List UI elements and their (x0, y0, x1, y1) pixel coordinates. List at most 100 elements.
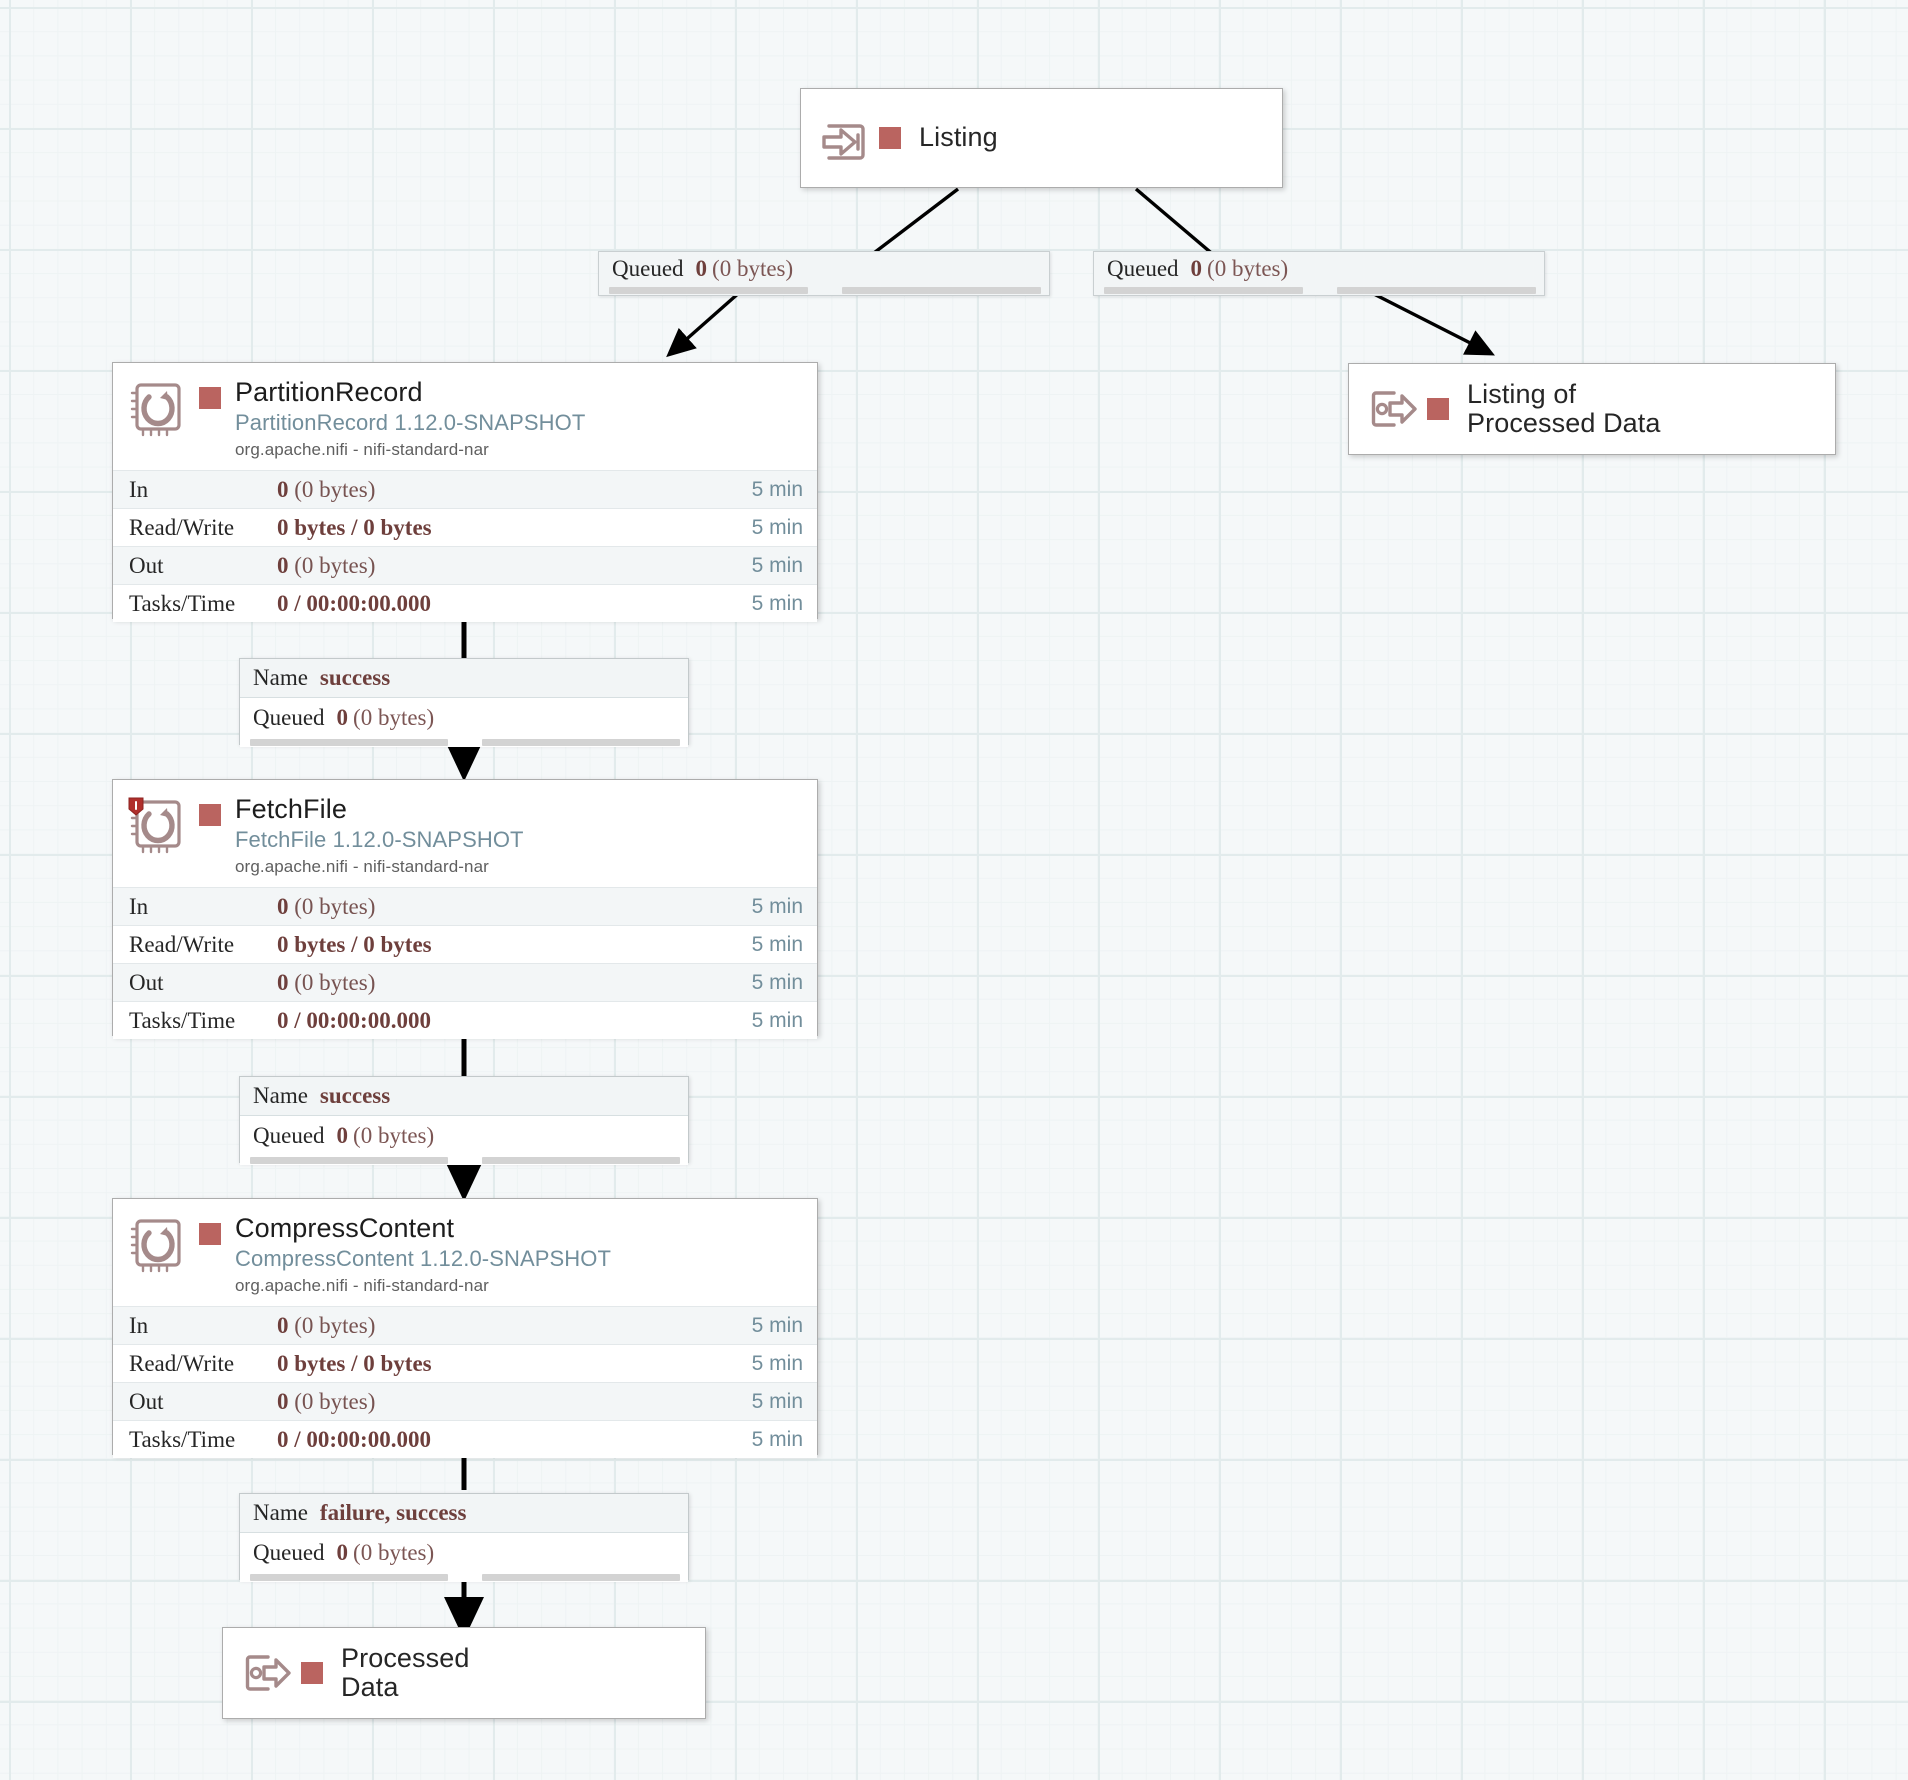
queued-bars (240, 1155, 688, 1165)
stat-time: 5 min (751, 1389, 803, 1413)
processor-header: CompressContent CompressContent 1.12.0-S… (113, 1199, 817, 1307)
stat-value-rest: (0 bytes) (294, 476, 376, 502)
connection-listing-to-partitionrecord[interactable]: Queued 0 (0 bytes) (598, 251, 1050, 296)
processor-compresscontent[interactable]: CompressContent CompressContent 1.12.0-S… (112, 1198, 818, 1459)
queued-size: (0 bytes) (353, 1122, 435, 1148)
input-port-listing[interactable]: Listing (800, 88, 1283, 188)
connection-partitionrecord-to-fetchfile[interactable]: Name success Queued 0 (0 bytes) (239, 658, 689, 747)
processor-name: PartitionRecord (235, 377, 423, 407)
stat-value-bold: 0 bytes / 0 bytes (277, 931, 432, 957)
output-port-listing-of-processed-data[interactable]: Listing of Processed Data (1348, 363, 1836, 455)
queued-label: Queued (612, 256, 684, 282)
stat-row-readwrite: Read/Write 0 bytes / 0 bytes 5 min (113, 1344, 817, 1383)
stat-value: 0 bytes / 0 bytes (277, 932, 752, 958)
processor-partitionrecord[interactable]: PartitionRecord PartitionRecord 1.12.0-S… (112, 362, 818, 623)
stat-row-in: In 0 (0 bytes) 5 min (113, 887, 817, 926)
queued-size: (0 bytes) (712, 256, 794, 282)
queued-row: Queued 0 (0 bytes) (240, 1116, 688, 1155)
stat-value-bold: 0 bytes / 0 bytes (277, 1350, 432, 1376)
connection-listing-to-listingofprocesseddata[interactable]: Queued 0 (0 bytes) (1093, 251, 1545, 296)
queued-count: 0 (336, 704, 349, 730)
stat-label: Out (129, 969, 164, 995)
queued-count-bar (250, 1573, 448, 1581)
stat-label: Tasks/Time (129, 590, 236, 616)
stat-row-readwrite: Read/Write 0 bytes / 0 bytes 5 min (113, 925, 817, 964)
queued-row: Queued 0 (0 bytes) (1094, 252, 1544, 287)
stat-value-bold: 0 (277, 893, 289, 919)
stat-value: 0 / 00:00:00.000 (277, 591, 752, 617)
queued-count: 0 (695, 256, 708, 282)
queued-size-bar (482, 738, 680, 746)
queued-bars (599, 287, 1049, 295)
stat-time: 5 min (751, 553, 803, 577)
processor-fetchfile[interactable]: FetchFile FetchFile 1.12.0-SNAPSHOT org.… (112, 779, 818, 1040)
processor-header: FetchFile FetchFile 1.12.0-SNAPSHOT org.… (113, 780, 817, 888)
connection-fetchfile-to-compresscontent[interactable]: Name success Queued 0 (0 bytes) (239, 1076, 689, 1165)
stat-value-bold: 0 / 00:00:00.000 (277, 1426, 431, 1452)
status-swatch (301, 1662, 323, 1684)
queued-row: Queued 0 (0 bytes) (240, 698, 688, 737)
status-swatch (199, 1223, 221, 1245)
stat-row-in: In 0 (0 bytes) 5 min (113, 1306, 817, 1345)
stat-row-taskstime: Tasks/Time 0 / 00:00:00.000 5 min (113, 584, 817, 623)
stat-row-out: Out 0 (0 bytes) 5 min (113, 963, 817, 1002)
status-swatch (199, 387, 221, 409)
stat-time: 5 min (751, 1427, 803, 1451)
stat-time: 5 min (751, 1351, 803, 1375)
stat-value: 0 / 00:00:00.000 (277, 1008, 752, 1034)
stat-value: 0 (0 bytes) (277, 894, 752, 920)
connection-name-value: success (319, 665, 391, 690)
output-port-label: Processed Data (341, 1642, 470, 1702)
processor-name: CompressContent (235, 1213, 455, 1243)
stat-label: Read/Write (129, 514, 235, 540)
stat-time: 5 min (751, 970, 803, 994)
stat-value-bold: 0 (277, 969, 289, 995)
queued-size: (0 bytes) (353, 704, 435, 730)
connection-name-value: success (319, 1083, 391, 1108)
status-swatch (199, 804, 221, 826)
stat-value: 0 (0 bytes) (277, 1313, 752, 1339)
status-swatch (1427, 398, 1449, 420)
stat-value: 0 (0 bytes) (277, 553, 752, 579)
stat-time: 5 min (751, 932, 803, 956)
stat-value: 0 (0 bytes) (277, 1389, 752, 1415)
connection-name-value: failure, success (319, 1500, 467, 1525)
output-port-label: Listing of Processed Data (1467, 378, 1661, 438)
stat-value-rest: (0 bytes) (294, 1388, 376, 1414)
connection-name-label: Name (253, 1083, 308, 1108)
stat-value-bold: 0 (277, 1312, 289, 1338)
processor-bundle: org.apache.nifi - nifi-standard-nar (235, 857, 489, 877)
output-port-processed-data[interactable]: Processed Data (222, 1627, 706, 1719)
input-port-label: Listing (919, 122, 998, 153)
connection-name-label: Name (253, 665, 308, 690)
queued-label: Queued (1107, 256, 1179, 282)
processor-type: CompressContent 1.12.0-SNAPSHOT (235, 1246, 612, 1272)
stat-time: 5 min (751, 515, 803, 539)
stat-time: 5 min (751, 477, 803, 501)
processor-bundle: org.apache.nifi - nifi-standard-nar (235, 1276, 489, 1296)
queued-size: (0 bytes) (353, 1539, 435, 1565)
stat-label: In (129, 476, 149, 502)
queued-size-bar (482, 1573, 680, 1581)
stat-value-bold: 0 (277, 552, 289, 578)
queued-count-bar (250, 738, 448, 746)
processor-bundle: org.apache.nifi - nifi-standard-nar (235, 440, 489, 460)
stat-label: Tasks/Time (129, 1007, 236, 1033)
stat-row-in: In 0 (0 bytes) 5 min (113, 470, 817, 509)
queued-count: 0 (336, 1539, 349, 1565)
queued-label: Queued (253, 1122, 325, 1148)
stat-value-bold: 0 / 00:00:00.000 (277, 590, 431, 616)
stat-value: 0 bytes / 0 bytes (277, 515, 752, 541)
queued-size: (0 bytes) (1207, 256, 1289, 282)
connection-compresscontent-to-processeddata[interactable]: Name failure, success Queued 0 (0 bytes) (239, 1493, 689, 1582)
stat-value-rest: (0 bytes) (294, 893, 376, 919)
queued-size-bar (482, 1156, 680, 1164)
processor-header: PartitionRecord PartitionRecord 1.12.0-S… (113, 363, 817, 471)
status-swatch (879, 127, 901, 149)
stat-value-rest: (0 bytes) (294, 552, 376, 578)
stat-value: 0 bytes / 0 bytes (277, 1351, 752, 1377)
queued-count-bar (609, 287, 808, 295)
stat-label: Out (129, 552, 164, 578)
queued-label: Queued (253, 704, 325, 730)
